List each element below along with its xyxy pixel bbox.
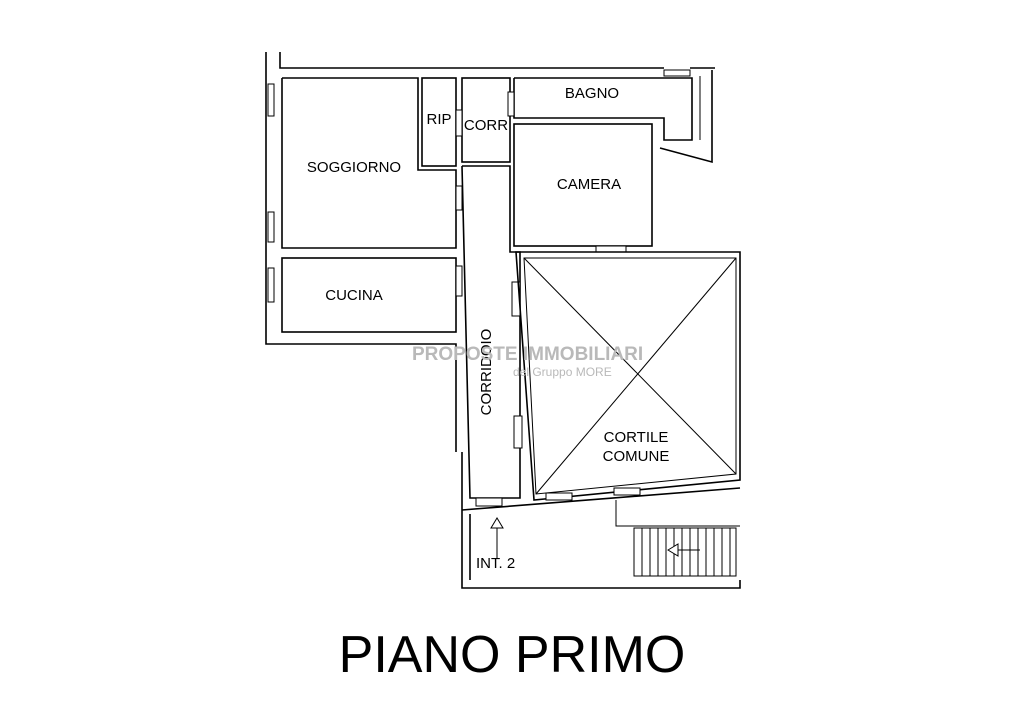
entrance-arrow-icon (490, 517, 504, 558)
label-bagno: BAGNO (565, 85, 619, 102)
label-cucina: CUCINA (325, 287, 383, 304)
staircase (633, 527, 737, 577)
plan-title: PIANO PRIMO (339, 626, 686, 684)
exterior-walls (265, 52, 741, 589)
label-entrance: INT. 2 (476, 555, 515, 572)
stair-arrow-icon (667, 543, 700, 557)
watermark-line2: del Gruppo MORE (513, 365, 612, 379)
label-rip: RIP (426, 111, 451, 128)
entrance-area (461, 487, 741, 580)
room-bagno (507, 69, 693, 141)
room-corr (455, 77, 511, 163)
watermark-line1: PROPOSTE IMMOBILIARI (412, 344, 643, 365)
label-corr: CORR (464, 117, 508, 134)
room-soggiorno (267, 77, 457, 249)
label-camera: CAMERA (557, 176, 621, 193)
cortile-comune (515, 251, 741, 501)
label-comune: COMUNE (603, 448, 670, 465)
label-soggiorno: SOGGIORNO (307, 159, 401, 176)
label-corridoio: CORRIDOIO (478, 329, 495, 416)
label-cortile: CORTILE (604, 429, 669, 446)
